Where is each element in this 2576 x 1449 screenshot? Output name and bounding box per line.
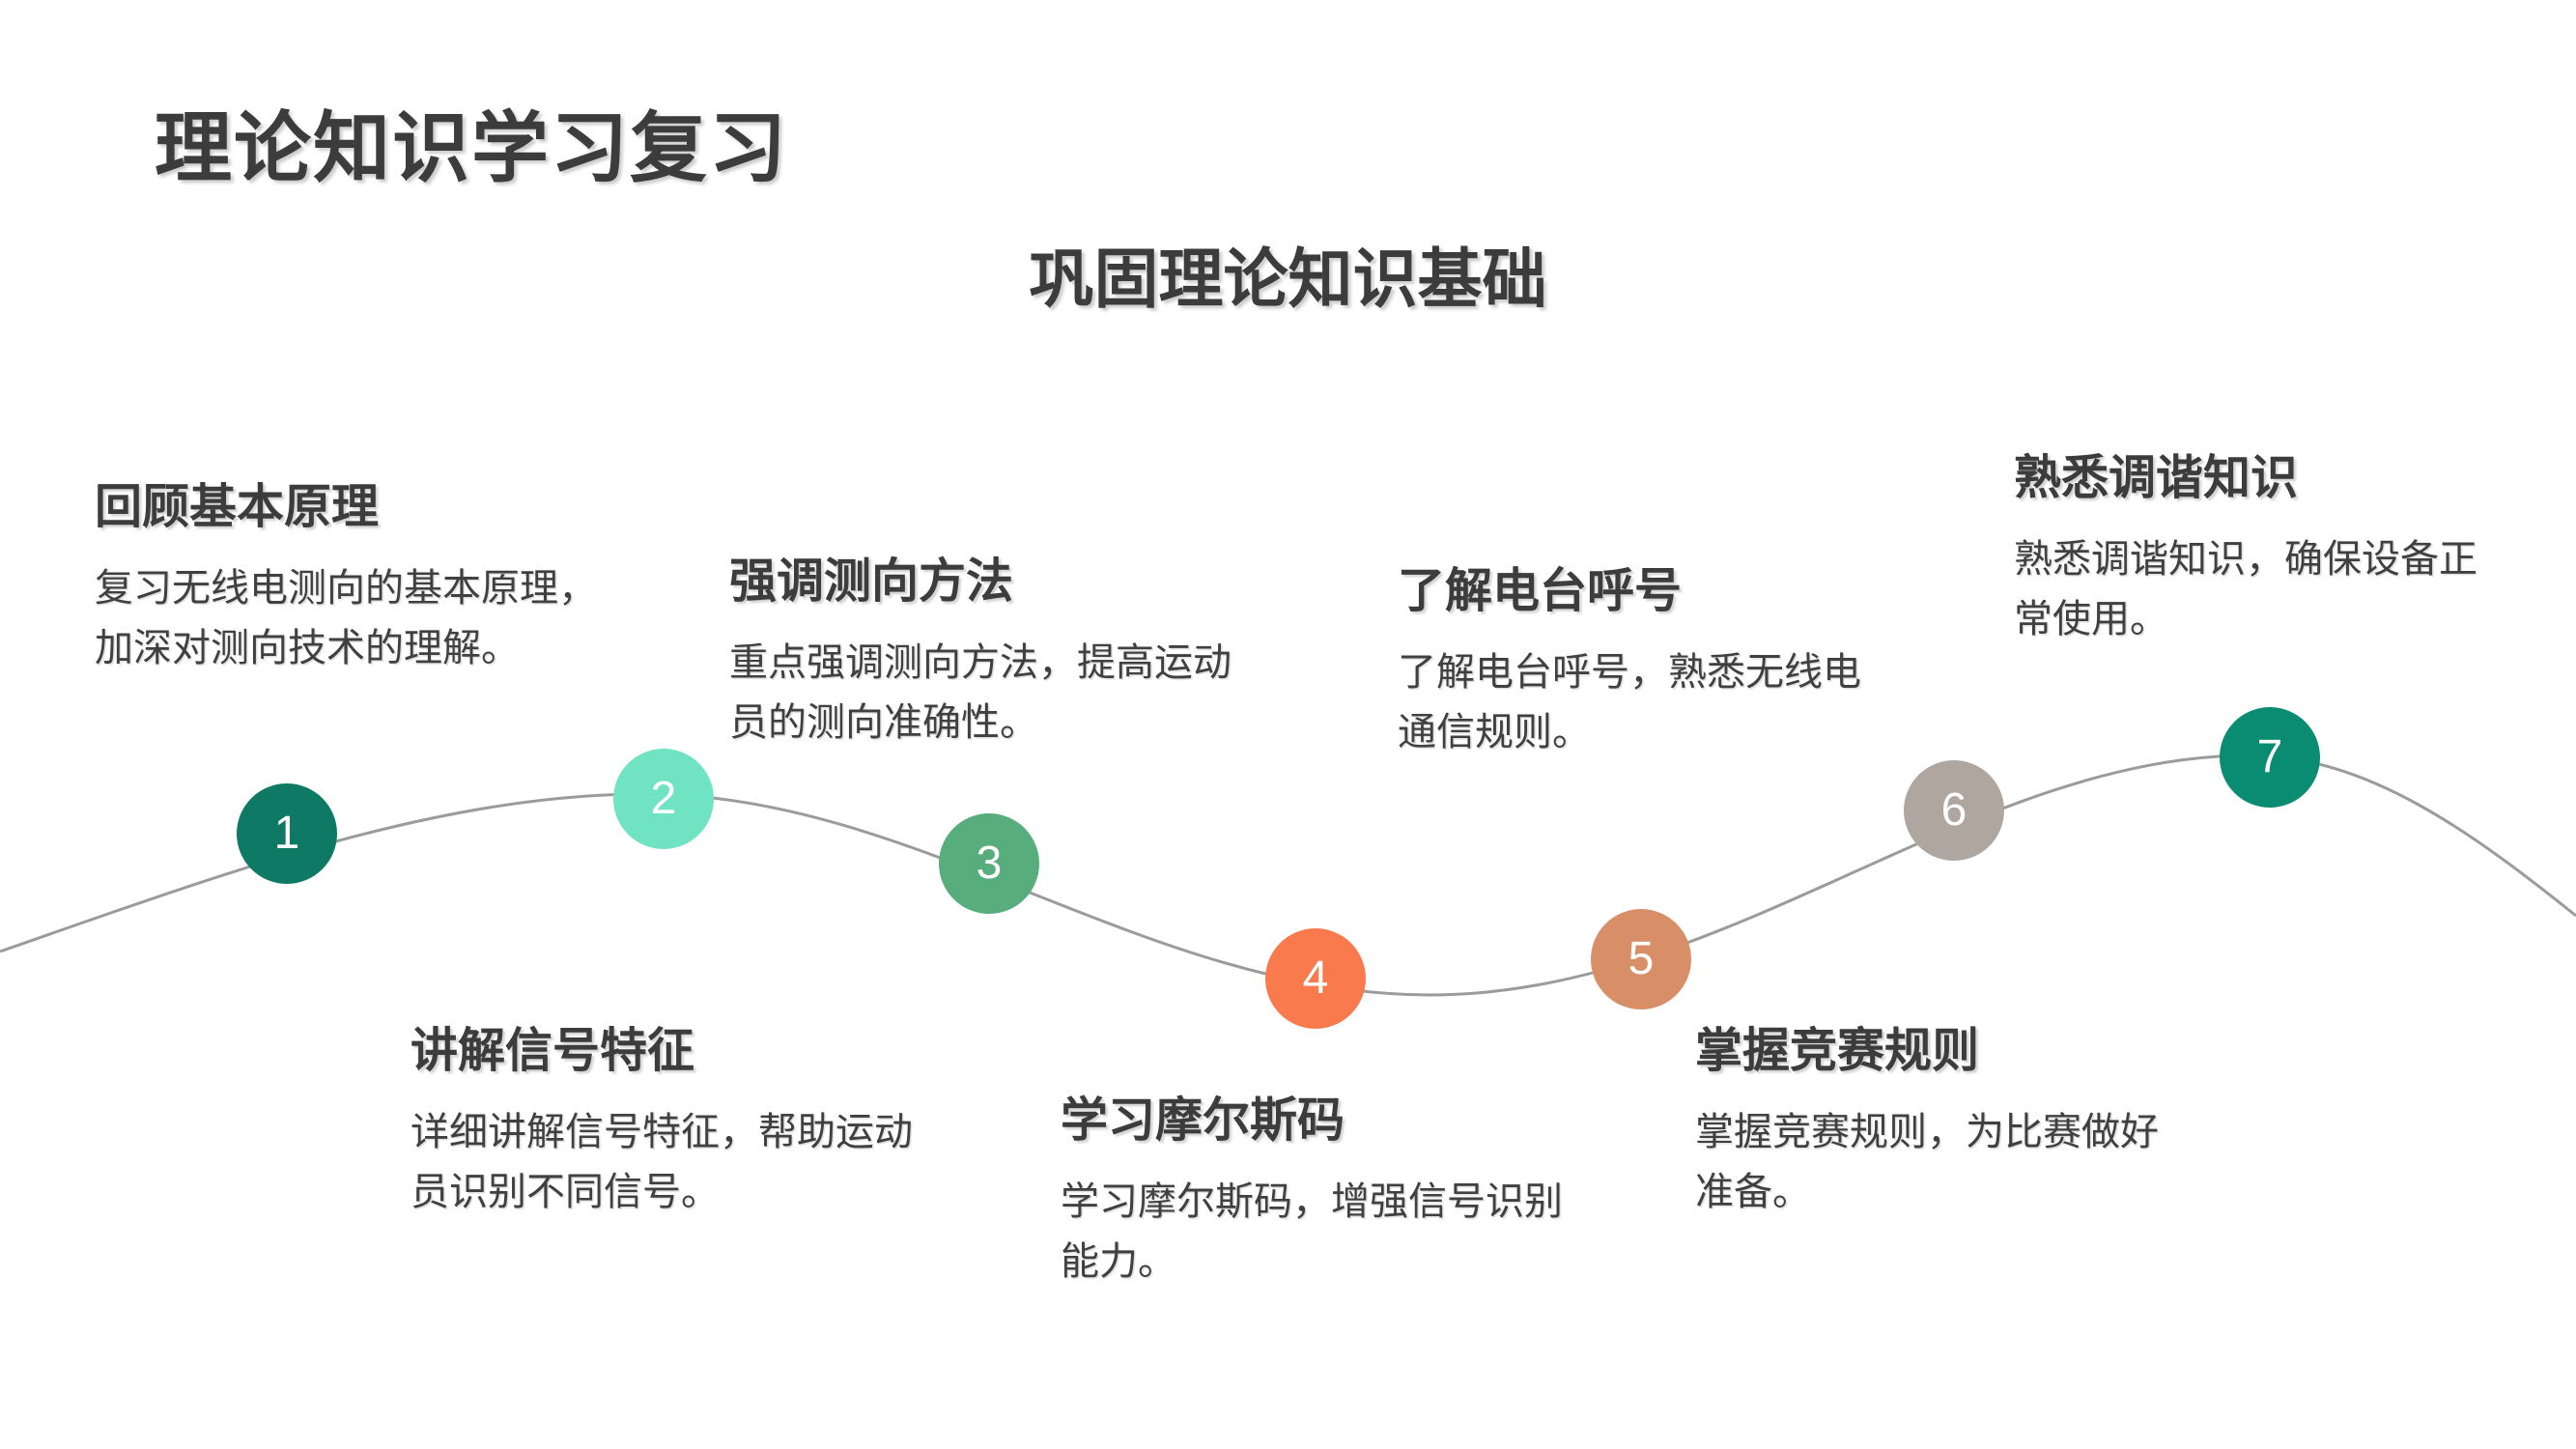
step-1-number: 1: [273, 808, 300, 859]
step-5-circle: 5: [1591, 909, 1691, 1009]
step-6-desc: 了解电台呼号，熟悉无线电通信规则。: [1398, 651, 1861, 753]
step-6-text: 了解电台呼号 了解电台呼号，熟悉无线电通信规则。: [1398, 561, 1881, 762]
step-5-text: 掌握竞赛规则 掌握竞赛规则，为比赛做好准备。: [1695, 1021, 2178, 1222]
step-1-text: 回顾基本原理 复习无线电测向的基本原理，加深对测向技术的理解。: [95, 477, 621, 678]
step-7-circle: 7: [2220, 707, 2320, 808]
step-6-circle: 6: [1904, 760, 2004, 861]
step-6-title: 了解电台呼号: [1398, 565, 1683, 617]
step-2-desc: 详细讲解信号特征，帮助运动员识别不同信号。: [410, 1111, 913, 1213]
step-2-circle: 2: [613, 749, 714, 849]
step-7-title: 熟悉调谐知识: [2014, 452, 2299, 504]
step-1-title: 回顾基本原理: [95, 481, 380, 533]
step-4-title: 学习摩尔斯码: [1061, 1094, 1345, 1147]
slide-subtitle: 巩固理论知识基础: [1029, 243, 1547, 316]
step-3-desc: 重点强调测向方法，提高运动员的测向准确性。: [729, 641, 1231, 744]
step-5-title: 掌握竞赛规则: [1695, 1025, 1980, 1077]
step-7-text: 熟悉调谐知识 熟悉调谐知识，确保设备正常使用。: [2014, 448, 2497, 649]
step-3-circle: 3: [939, 813, 1039, 914]
step-2-number: 2: [650, 773, 677, 824]
step-3-number: 3: [976, 838, 1003, 889]
step-1-desc: 复习无线电测向的基本原理，加深对测向技术的理解。: [95, 567, 597, 669]
step-4-number: 4: [1302, 952, 1329, 1004]
step-4-circle: 4: [1265, 928, 1366, 1029]
step-7-number: 7: [2256, 731, 2283, 782]
step-2-title: 讲解信号特征: [410, 1025, 695, 1077]
step-4-desc: 学习摩尔斯码，增强信号识别能力。: [1061, 1180, 1563, 1283]
step-3-text: 强调测向方法 重点强调测向方法，提高运动员的测向准确性。: [729, 552, 1256, 753]
step-2-text: 讲解信号特征 详细讲解信号特征，帮助运动员识别不同信号。: [410, 1021, 937, 1222]
step-1-circle: 1: [237, 783, 337, 884]
step-7-desc: 熟悉调谐知识，确保设备正常使用。: [2014, 538, 2477, 640]
step-5-number: 5: [1628, 933, 1655, 984]
step-6-number: 6: [1940, 784, 1967, 836]
page-title: 理论知识学习复习: [155, 105, 788, 191]
step-3-title: 强调测向方法: [729, 555, 1014, 608]
step-5-desc: 掌握竞赛规则，为比赛做好准备。: [1695, 1111, 2159, 1213]
step-4-text: 学习摩尔斯码 学习摩尔斯码，增强信号识别能力。: [1061, 1091, 1587, 1292]
